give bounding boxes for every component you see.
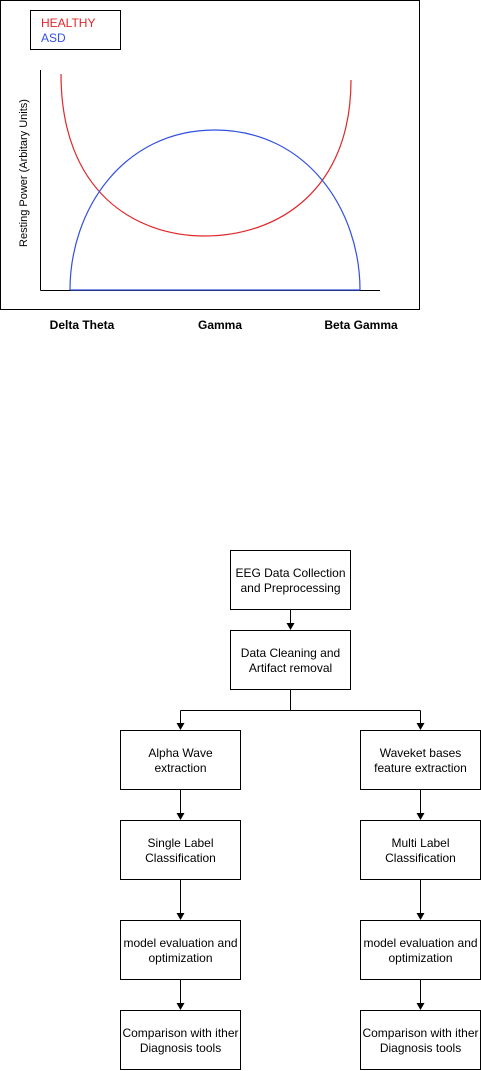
node-right-model-evaluation: model evaluation and optimization — [360, 920, 481, 980]
node-text-line2: optimization — [148, 951, 212, 965]
arrowhead — [176, 1003, 185, 1010]
node-text-line1: Single Label — [147, 836, 213, 850]
node-data-collection: EEG Data Collection and Preprocessing — [230, 550, 351, 610]
node-multi-label-classification: Multi Label Classification — [360, 820, 481, 880]
chart-frame — [0, 0, 420, 310]
x-label-gamma: Gamma — [198, 318, 242, 332]
node-right-comparison: Comparison with ither Diagnosis tools — [360, 1010, 481, 1070]
arrowhead — [416, 913, 425, 920]
arrowhead — [416, 1003, 425, 1010]
connectors — [176, 610, 425, 1010]
node-text-line1: model evaluation and — [123, 936, 237, 950]
node-text-line2: feature extraction — [374, 761, 467, 775]
legend: HEALTHY ASD — [30, 10, 121, 50]
y-axis-label: Resting Power (Arbitary Units) — [18, 99, 30, 247]
arrowhead — [416, 723, 425, 730]
node-text-line2: extraction — [154, 761, 206, 775]
node-text-line2: Artifact removal — [249, 661, 332, 675]
x-label-beta-gamma: Beta Gamma — [324, 318, 398, 332]
node-single-label-classification: Single Label Classification — [120, 820, 241, 880]
arrowhead — [176, 723, 185, 730]
node-text-line2: Classification — [385, 851, 456, 865]
asd-curve — [69, 129, 361, 291]
node-wavelet-feature-extraction: Waveket bases feature extraction — [360, 730, 481, 790]
node-left-comparison: Comparison with ither Diagnosis tools — [120, 1010, 241, 1070]
healthy-curve — [60, 73, 352, 237]
node-text-line2: Diagnosis tools — [380, 1041, 461, 1055]
node-text-line2: and Preprocessing — [240, 581, 340, 595]
arrowhead — [286, 623, 295, 630]
node-text-line1: model evaluation and — [363, 936, 477, 950]
flowchart: EEG Data Collection and Preprocessing Da… — [120, 550, 481, 1070]
node-alpha-wave-extraction: Alpha Wave extraction — [120, 730, 241, 790]
arrowhead — [176, 813, 185, 820]
legend-healthy: HEALTHY — [41, 16, 95, 30]
chart: HEALTHY ASD Resting Power (Arbitary Unit… — [0, 0, 420, 332]
node-left-model-evaluation: model evaluation and optimization — [120, 920, 241, 980]
node-text-line2: Classification — [145, 851, 216, 865]
x-label-delta-theta: Delta Theta — [50, 318, 115, 332]
legend-asd: ASD — [41, 31, 66, 45]
legend-box — [30, 10, 121, 50]
node-text-line1: Multi Label — [391, 836, 449, 850]
node-text-line1: Alpha Wave — [148, 746, 213, 760]
node-text-line1: Comparison with ither — [362, 1026, 478, 1040]
arrowhead — [416, 813, 425, 820]
node-text-line1: Comparison with ither — [122, 1026, 238, 1040]
node-text-line1: EEG Data Collection — [235, 566, 345, 580]
node-text-line1: Data Cleaning and — [241, 646, 340, 660]
node-text-line2: optimization — [388, 951, 452, 965]
node-text-line1: Waveket bases — [380, 746, 462, 760]
node-data-cleaning: Data Cleaning and Artifact removal — [230, 630, 351, 690]
node-text-line2: Diagnosis tools — [140, 1041, 221, 1055]
arrowhead — [176, 913, 185, 920]
